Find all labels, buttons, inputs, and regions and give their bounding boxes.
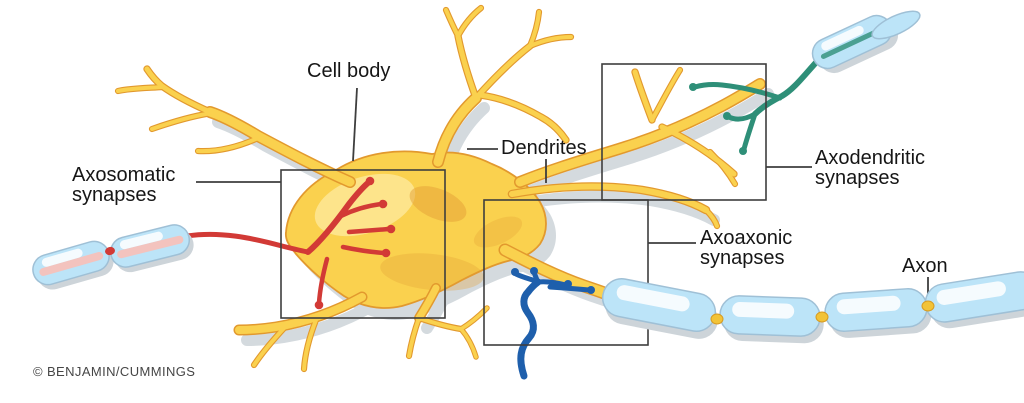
myelin-segment-left-1 bbox=[32, 240, 114, 290]
myelin-sliver-teal bbox=[871, 10, 921, 40]
blue-synapse-knobs bbox=[511, 267, 595, 294]
red-node bbox=[105, 246, 115, 256]
teal-synapse-knobs bbox=[689, 83, 747, 155]
cell-body-shape bbox=[284, 150, 547, 309]
axodendritic-synapses-label: Axodendritic synapses bbox=[815, 147, 926, 189]
axoaxonic-axon-blue bbox=[511, 267, 595, 380]
myelin-segment-axon-2 bbox=[719, 295, 824, 344]
axoaxonic-synapses-label: Axoaxonic synapses bbox=[700, 227, 793, 269]
copyright-credit: © BENJAMIN/CUMMINGS bbox=[33, 364, 196, 379]
axosomatic-axon-red bbox=[184, 176, 396, 310]
cell-body-leader-line bbox=[352, 87, 358, 162]
myelin-segment-axon-4 bbox=[924, 271, 1024, 329]
myelin-segment-axon-3 bbox=[824, 288, 932, 338]
nodes-of-ranvier bbox=[710, 300, 935, 325]
dendrites-label: Dendrites bbox=[501, 137, 587, 159]
dendrites bbox=[114, 4, 766, 373]
axodendritic-axon-teal bbox=[689, 51, 827, 155]
axoaxonic-region-box bbox=[483, 199, 649, 346]
axon-label: Axon bbox=[902, 255, 948, 277]
cell-body-label: Cell body bbox=[307, 60, 391, 82]
myelin-segment-left-2 bbox=[109, 224, 194, 273]
axodendritic-region-box bbox=[601, 63, 767, 201]
axosomatic-synapses-label: Axosomatic synapses bbox=[72, 164, 176, 206]
myelin-segment-axon-1 bbox=[601, 277, 718, 339]
red-synapse-knobs bbox=[314, 176, 396, 310]
axosomatic-region-box bbox=[280, 169, 446, 319]
